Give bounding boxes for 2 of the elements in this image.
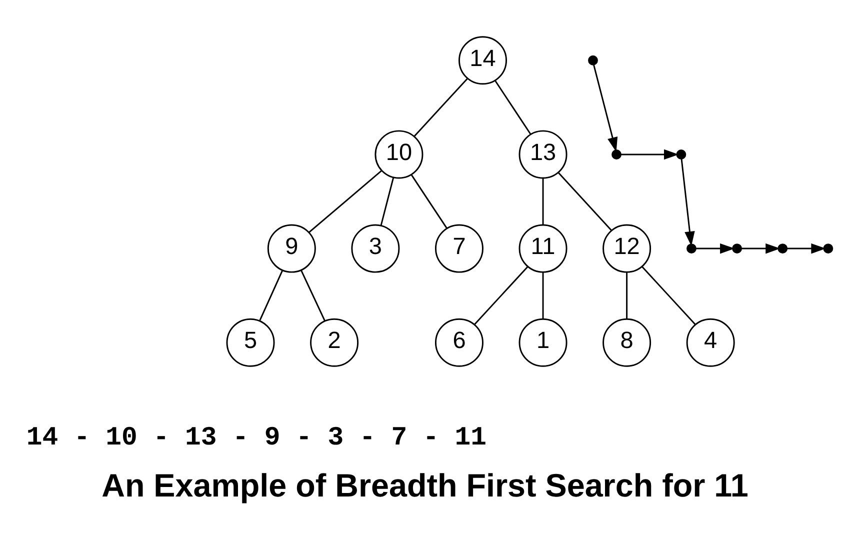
- label: 14 - 10 - 13 - 9 - 3 - 7 - 11: [26, 422, 486, 453]
- diagram-title: An Example of Breadth First Search for 11: [102, 467, 748, 504]
